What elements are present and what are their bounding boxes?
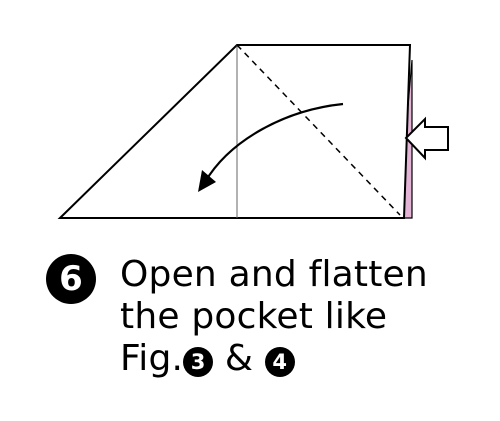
caption-line-2: the pocket like: [120, 296, 388, 337]
curved-arrow-icon: [198, 102, 344, 192]
fig-ref-4-badge: 4: [264, 347, 295, 377]
fig-prefix: Fig.: [120, 338, 184, 379]
push-arrow-icon: [404, 116, 449, 161]
step-number-badge: 6: [46, 254, 96, 304]
fig-ref-3-badge: 3: [183, 347, 214, 377]
step-caption: Open and flatten the pocket like Fig.3 &…: [120, 254, 490, 380]
caption-line-1: Open and flatten: [120, 254, 428, 295]
caption-line-3: Fig.3 & 4: [120, 338, 490, 380]
folded-paper-shape: [57, 44, 412, 219]
ampersand: &: [213, 338, 265, 379]
